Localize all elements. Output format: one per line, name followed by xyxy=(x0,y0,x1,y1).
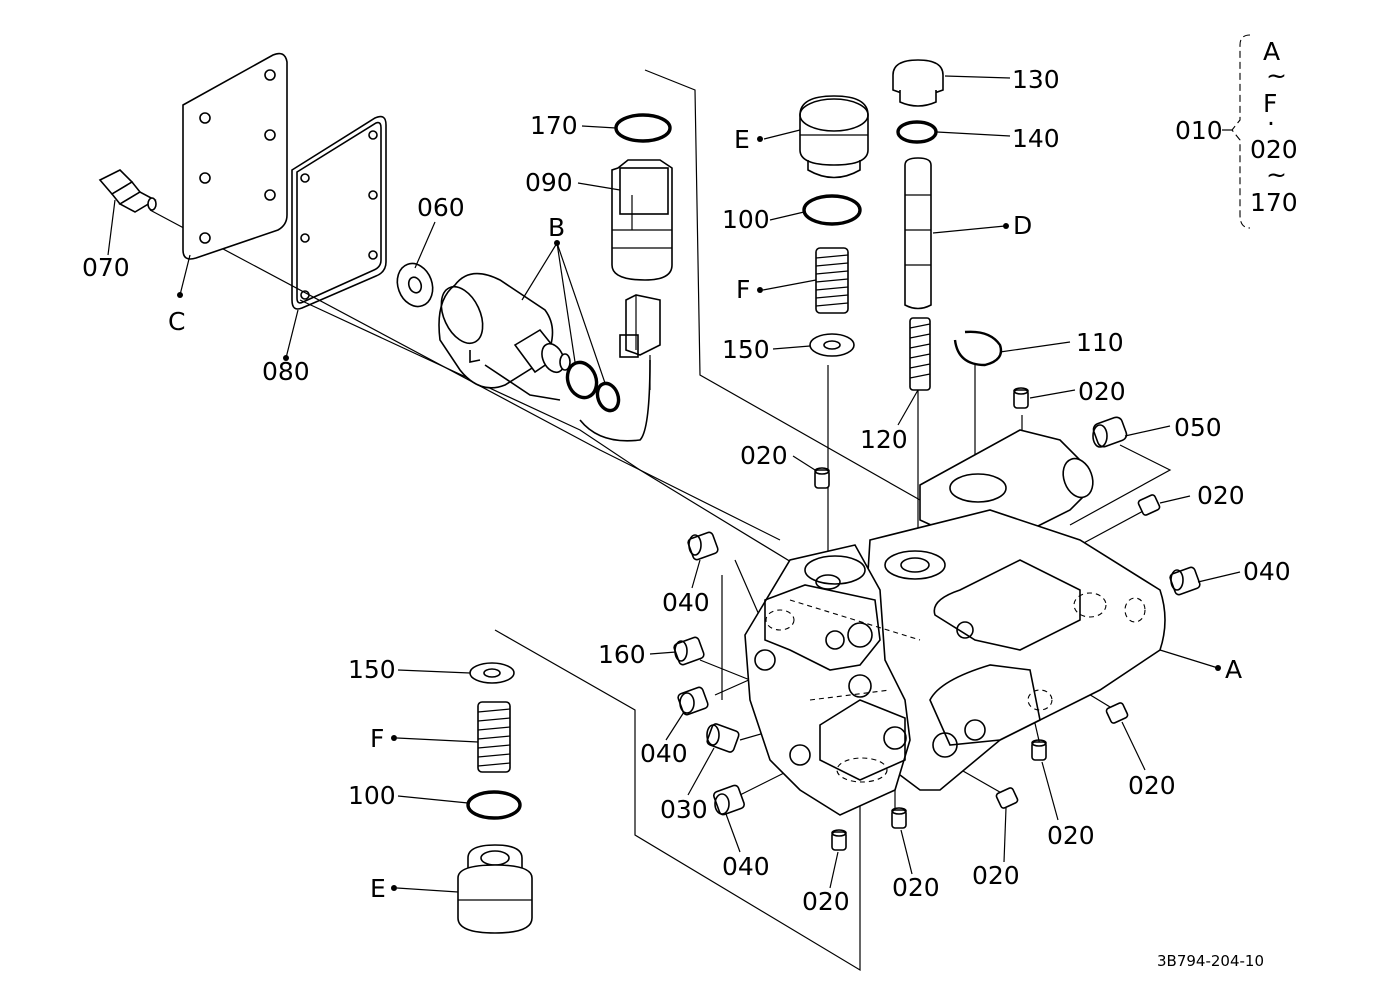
callout-170: 170 xyxy=(530,111,578,140)
gasket xyxy=(291,115,387,310)
callout-140: 140 xyxy=(1012,124,1060,153)
plug-e-top xyxy=(799,95,869,179)
callout-060: 060 xyxy=(417,193,465,222)
callout-030: 030 xyxy=(660,795,708,824)
assembly-separator-dot: · xyxy=(1267,109,1275,138)
harness-connector xyxy=(619,294,661,390)
assembly-number-end: 170 xyxy=(1250,188,1298,217)
callout-040-d: 040 xyxy=(722,852,770,881)
wire-lead xyxy=(579,359,651,442)
o-ring-100-top xyxy=(802,194,862,226)
assembly-range-tilde-1: ~ xyxy=(1266,61,1287,90)
cover-plate xyxy=(182,52,288,260)
callout-150-bottom: 150 xyxy=(348,655,396,684)
assembly-range-start: A xyxy=(1263,37,1280,66)
callout-c: C xyxy=(168,307,185,336)
callout-d: D xyxy=(1013,211,1032,240)
callout-020-c: 020 xyxy=(1197,481,1245,510)
callout-020-f: 020 xyxy=(972,861,1020,890)
assembly-number-start: 020 xyxy=(1250,135,1298,164)
plug-050 xyxy=(1092,416,1128,448)
callout-f-bottom: F xyxy=(370,724,384,753)
assembly-range-end: F xyxy=(1263,89,1277,118)
valve-body xyxy=(744,429,1166,816)
callout-050: 050 xyxy=(1174,413,1222,442)
spring-f-bottom xyxy=(477,701,511,773)
callout-labels: 170 090 060 B 070 C 080 E 100 F 150 130 … xyxy=(82,65,1291,916)
o-ring-170 xyxy=(614,113,672,143)
drawing-number: 3B794-204-10 xyxy=(1157,952,1264,970)
callout-120: 120 xyxy=(860,425,908,454)
assembly-key: 010 A ~ F · 020 ~ 170 xyxy=(1175,34,1298,229)
washer xyxy=(396,262,434,308)
spool-d xyxy=(904,157,932,310)
o-ring-100-bottom xyxy=(466,790,522,820)
callout-100-bottom: 100 xyxy=(348,781,396,810)
plug-030 xyxy=(706,723,740,753)
callout-080: 080 xyxy=(262,357,310,386)
callout-100-top: 100 xyxy=(722,205,770,234)
plug-160 xyxy=(673,636,705,666)
callout-040-a: 040 xyxy=(662,588,710,617)
washer-150-top xyxy=(809,333,855,357)
callout-150-top: 150 xyxy=(722,335,770,364)
callout-020-h: 020 xyxy=(802,887,850,916)
plug-fitting xyxy=(98,169,157,213)
callout-130: 130 xyxy=(1012,65,1060,94)
callout-040-b: 040 xyxy=(1243,557,1291,586)
cap-130 xyxy=(892,59,944,107)
plugs-040 xyxy=(677,531,1201,816)
assembly-range-tilde-2: ~ xyxy=(1266,160,1287,189)
callout-110: 110 xyxy=(1076,328,1124,357)
spring-f-top xyxy=(815,247,849,314)
assembly-group-number: 010 xyxy=(1175,116,1223,145)
callout-020-g: 020 xyxy=(892,873,940,902)
callout-160: 160 xyxy=(598,640,646,669)
callout-020-e: 020 xyxy=(1047,821,1095,850)
callout-a: A xyxy=(1225,655,1242,684)
o-ring-140 xyxy=(896,120,938,144)
o-rings-b xyxy=(565,360,621,413)
callout-f-top: F xyxy=(736,275,750,304)
spring-120 xyxy=(909,317,931,391)
callout-e-top: E xyxy=(734,125,750,154)
callout-b: B xyxy=(548,213,565,242)
pressure-sensor xyxy=(611,159,673,281)
callout-020-a: 020 xyxy=(1078,377,1126,406)
callout-040-c: 040 xyxy=(640,739,688,768)
solenoid-valve xyxy=(438,272,571,401)
callout-090: 090 xyxy=(525,168,573,197)
callout-020-b: 020 xyxy=(740,441,788,470)
callout-070: 070 xyxy=(82,253,130,282)
plug-e-bottom xyxy=(457,844,533,934)
washer-150-bottom xyxy=(469,662,515,684)
callout-020-d: 020 xyxy=(1128,771,1176,800)
callout-e-bottom: E xyxy=(370,874,386,903)
leader-dots xyxy=(177,136,1221,891)
set-screws xyxy=(814,387,1161,851)
leader-lines xyxy=(107,75,1241,893)
snap-ring-110 xyxy=(953,330,1003,367)
